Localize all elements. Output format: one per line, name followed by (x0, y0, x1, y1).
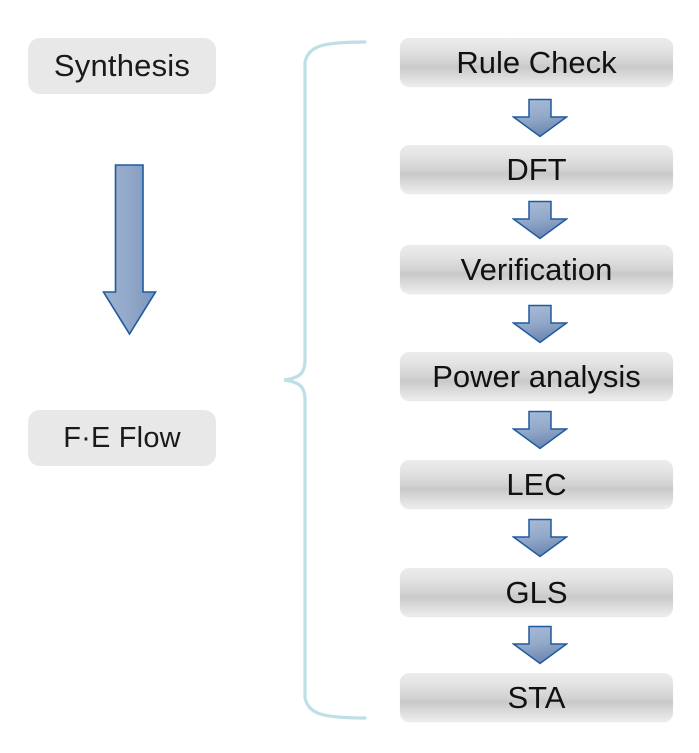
flow-step-label: LEC (506, 466, 567, 502)
flow-step-gls[interactable]: GLS (400, 568, 673, 616)
flow-step-lec[interactable]: LEC (400, 460, 673, 508)
curly-brace (283, 40, 367, 720)
down-arrow-icon-4 (512, 410, 568, 450)
flow-step-dft[interactable]: DFT (400, 145, 673, 193)
flow-step-verification[interactable]: Verification (400, 245, 673, 293)
stage-box-fe-flow[interactable]: F·E Flow (28, 410, 216, 466)
flow-step-power-analysis[interactable]: Power analysis (400, 352, 673, 400)
flow-step-label: Rule Check (456, 44, 617, 80)
flow-step-sta[interactable]: STA (400, 673, 673, 721)
stage-label-fe-flow: F·E Flow (63, 421, 181, 454)
stage-label-synthesis: Synthesis (53, 48, 191, 83)
down-arrow-icon-5 (512, 518, 568, 558)
flow-step-label: Power analysis (432, 358, 641, 394)
flow-step-label: GLS (505, 574, 568, 610)
down-arrow-icon-3 (512, 304, 568, 344)
flow-step-rule-check[interactable]: Rule Check (400, 38, 673, 86)
stage-box-synthesis[interactable]: Synthesis (28, 38, 216, 94)
down-arrow-icon-1 (512, 98, 568, 138)
flow-step-label: STA (507, 679, 566, 715)
down-arrow-icon-6 (512, 625, 568, 665)
down-arrow-icon-2 (512, 200, 568, 240)
flow-step-label: Verification (460, 251, 613, 287)
down-arrow-icon-main (102, 164, 157, 336)
flow-step-label: DFT (506, 151, 567, 187)
